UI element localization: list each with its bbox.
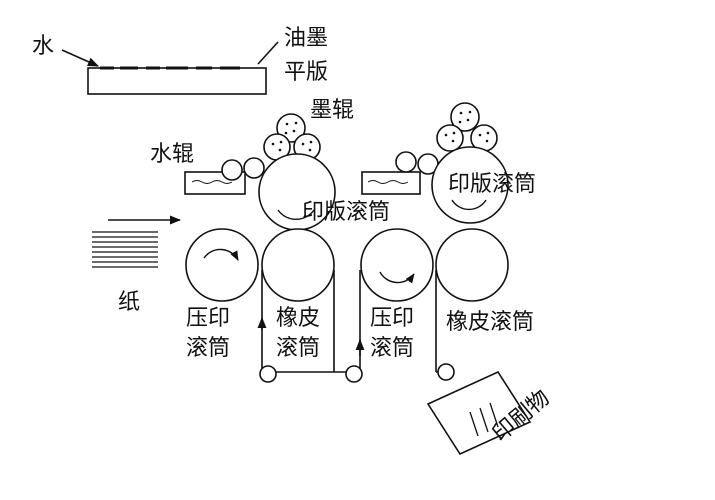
label-paper: 纸 [118,290,141,315]
label-plate: 平版 [284,60,329,85]
ink-leader [257,41,279,65]
paper-stack [92,231,158,268]
label-blanket-cylinder-left: 橡皮 滚筒 [276,306,321,361]
label-plate-cylinder-right: 印版滚筒 [448,172,537,197]
label-plate-cylinder-left: 印版滚筒 [302,200,391,225]
water-roller-left-2 [243,157,265,179]
label-ink: 油墨 [284,26,329,51]
output-tray [426,370,532,456]
guide-roller-1 [259,365,277,383]
label-impression-cylinder-left: 压印 滚筒 [186,306,231,361]
label-water: 水 [32,34,55,59]
ink-rollers-right [436,102,498,152]
blanket-cylinder-right [435,228,509,302]
water-tray-right [361,171,421,195]
water-roller-right-1 [395,151,417,173]
impression-cylinder-left [185,228,259,302]
plate-cylinder-right [431,146,509,224]
water-roller-left-1 [221,159,243,181]
impression-cylinder-right [360,228,434,302]
guide-roller-3 [437,363,455,381]
label-blanket-cylinder-right: 橡皮滚筒 [446,310,535,335]
label-water-roller: 水辊 [150,142,195,167]
water-arrow [61,49,100,67]
flat-plate [87,67,267,95]
ink-texture [271,110,490,152]
guide-roller-2 [345,365,363,383]
label-ink-roller: 墨辊 [310,98,355,123]
label-impression-cylinder-right: 压印 滚筒 [370,306,415,361]
blanket-cylinder-left [261,228,335,302]
